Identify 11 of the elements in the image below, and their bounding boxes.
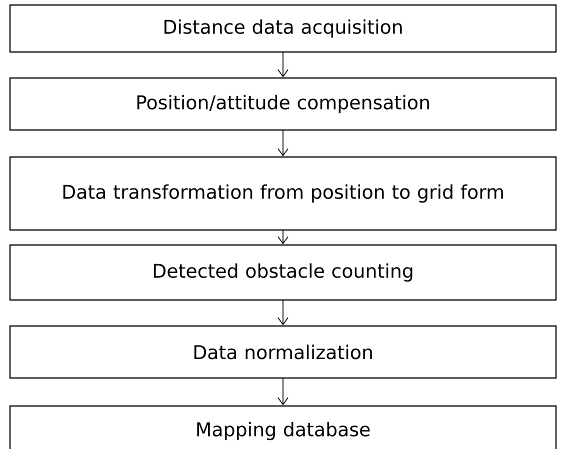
process-box: Distance data acquisition [9, 4, 557, 53]
arrow [278, 300, 288, 326]
arrow [278, 230, 288, 244]
process-box: Mapping database [9, 405, 557, 449]
process-box: Position/attitude compensation [9, 77, 557, 131]
arrow [278, 130, 288, 156]
process-box: Data transformation from position to grid form [9, 156, 557, 231]
process-box: Data normalization [9, 325, 557, 379]
arrow [278, 52, 288, 78]
process-box: Detected obstacle counting [9, 244, 557, 301]
arrow [278, 378, 288, 406]
